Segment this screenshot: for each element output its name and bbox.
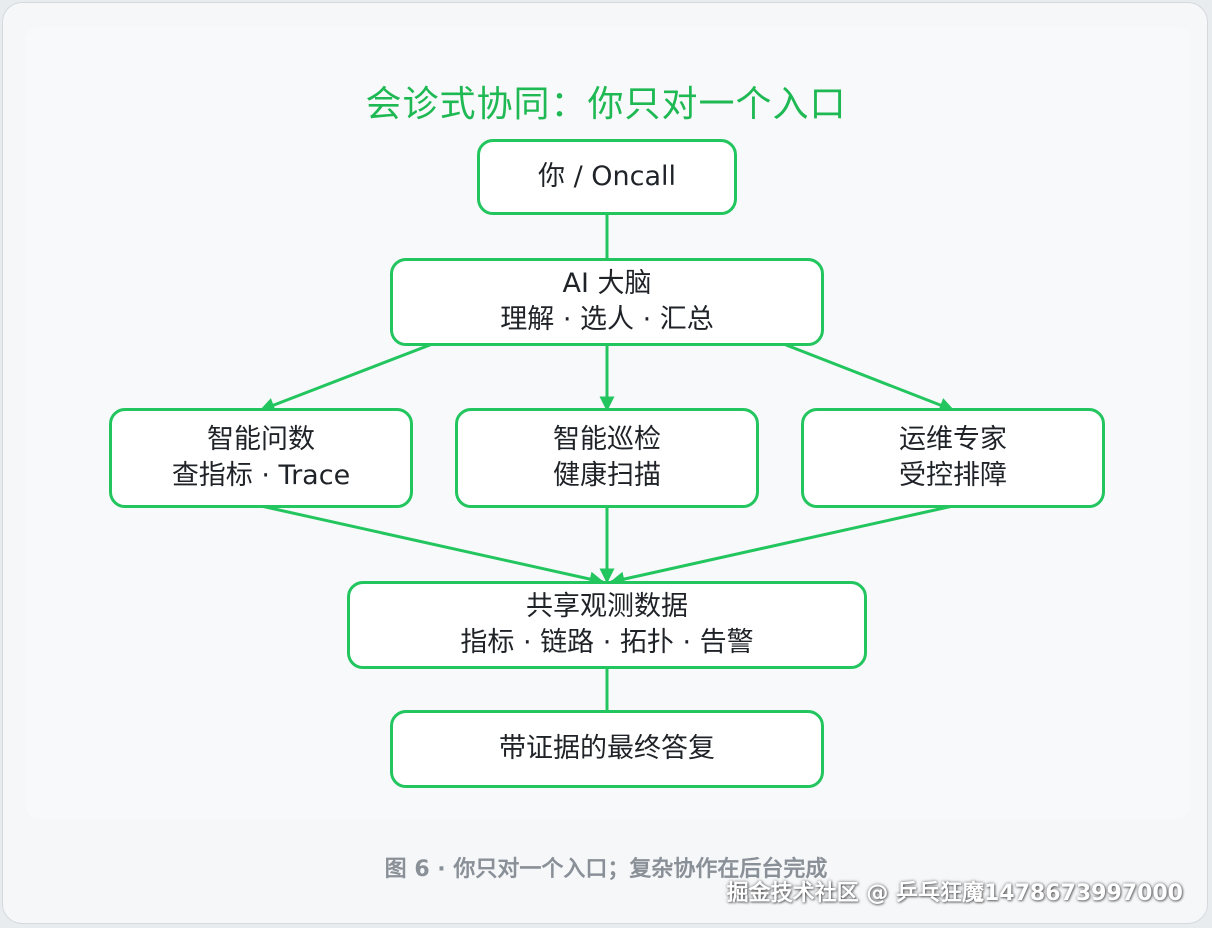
node-final-answer: 带证据的最终答复 bbox=[390, 710, 824, 788]
node-oncall: 你 / Oncall bbox=[477, 139, 737, 215]
node-shared-data-title: 共享观测数据 bbox=[526, 591, 688, 622]
node-final-answer-label: 带证据的最终答复 bbox=[499, 733, 715, 764]
node-smart-inspection-subtitle: 健康扫描 bbox=[553, 460, 661, 491]
node-ops-expert-subtitle: 受控排障 bbox=[899, 460, 1007, 491]
node-smart-query: 智能问数 查指标 · Trace bbox=[109, 408, 413, 508]
node-shared-data: 共享观测数据 指标 · 链路 · 拓扑 · 告警 bbox=[347, 581, 867, 669]
node-ai-brain-subtitle: 理解 · 选人 · 汇总 bbox=[500, 304, 714, 335]
edge-ask-shared bbox=[260, 504, 605, 587]
diagram-title: 会诊式协同：你只对一个入口 bbox=[365, 84, 847, 125]
node-ops-expert: 运维专家 受控排障 bbox=[801, 408, 1105, 508]
node-smart-query-title: 智能问数 bbox=[207, 424, 315, 455]
node-ai-brain: AI 大脑 理解 · 选人 · 汇总 bbox=[390, 258, 824, 346]
node-ops-expert-title: 运维专家 bbox=[899, 424, 1007, 455]
watermark: 掘金技术社区 @ 乒乓狂魔1478673997000 bbox=[726, 881, 1183, 906]
node-smart-query-subtitle: 查指标 · Trace bbox=[171, 460, 351, 491]
figure-caption: 图 6 · 你只对一个入口；复杂协作在后台完成 bbox=[384, 857, 828, 882]
node-oncall-label: 你 / Oncall bbox=[537, 161, 677, 192]
edge-brain-ask bbox=[259, 341, 436, 413]
connector-lines bbox=[259, 213, 955, 712]
edge-expert-shared bbox=[609, 504, 954, 587]
node-shared-data-subtitle: 指标 · 链路 · 拓扑 · 告警 bbox=[460, 627, 754, 658]
edge-brain-expert bbox=[780, 341, 955, 413]
node-smart-inspection: 智能巡检 健康扫描 bbox=[455, 408, 759, 508]
node-ai-brain-title: AI 大脑 bbox=[562, 268, 652, 299]
node-smart-inspection-title: 智能巡检 bbox=[553, 424, 661, 455]
